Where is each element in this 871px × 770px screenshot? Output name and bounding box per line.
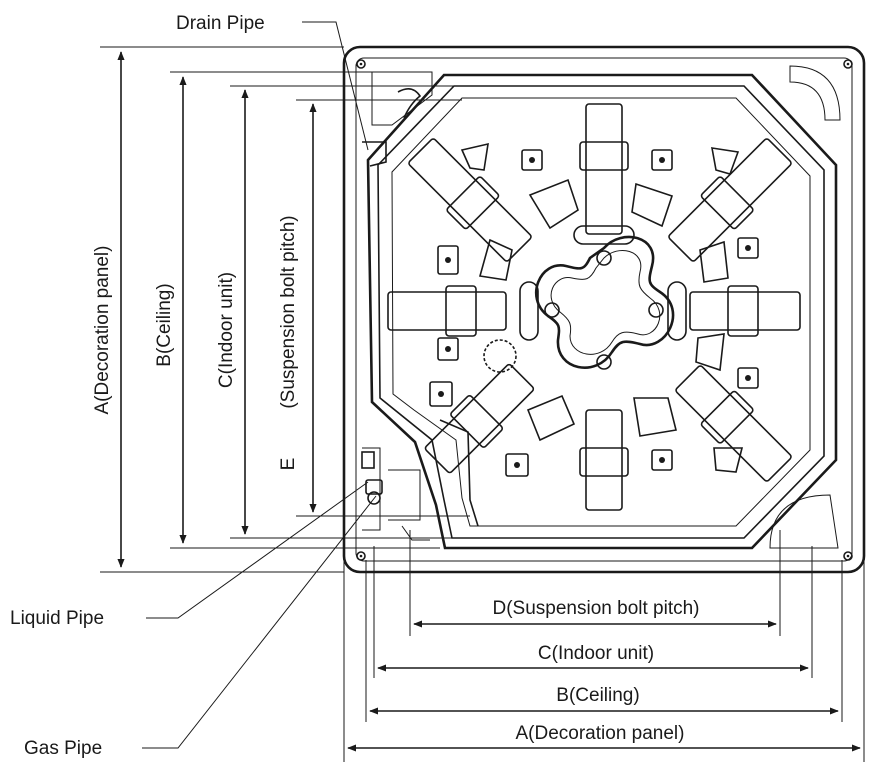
label-drain-pipe: Drain Pipe: [176, 13, 265, 34]
flap-arm-right-joint: [727, 285, 759, 337]
flap-arm-top-right: [668, 138, 792, 262]
flap-arm-bottom-right: [675, 365, 792, 482]
center-motor-cover: [535, 235, 675, 369]
label-e-vertical: E: [278, 458, 299, 471]
flap-arm-top: [585, 103, 623, 235]
vent-left-upper: [478, 238, 513, 281]
gear-wheel: [483, 339, 517, 373]
flap-arm-top-joint: [579, 141, 629, 171]
decoration-panel-inner-outline: [355, 57, 853, 562]
inner-tray: [391, 97, 811, 527]
label-gas-pipe: Gas Pipe: [24, 738, 102, 759]
center-hole-top: [596, 250, 612, 266]
piping-bracket: [362, 447, 381, 531]
corner-screws: [356, 59, 853, 561]
label-suspension-bolt-pitch-vertical: (Suspension bolt pitch): [278, 215, 299, 408]
label-a-decoration-panel-vertical: A(Decoration panel): [92, 246, 113, 415]
vent-bottom-right: [633, 397, 677, 437]
drain-outlet: [362, 141, 387, 167]
label-a-decoration-panel-horizontal: A(Decoration panel): [516, 723, 685, 744]
leader-gas-pipe: [142, 495, 377, 749]
piping-channel: [439, 419, 479, 527]
center-hole-left: [544, 302, 560, 318]
vent-bottom-left: [526, 394, 576, 442]
flap-arm-top-left: [408, 138, 532, 262]
corner-cover-top-right: [789, 65, 841, 121]
slot-right: [667, 281, 687, 341]
pipe-connections: [361, 451, 430, 541]
flap-arm-right: [689, 291, 801, 331]
label-b-ceiling-horizontal: B(Ceiling): [556, 685, 639, 706]
slot-top: [573, 225, 635, 245]
leader-drain-pipe: [302, 21, 369, 151]
corner-cover-bottom-right: [769, 494, 839, 549]
label-b-ceiling-vertical: B(Ceiling): [154, 283, 175, 366]
vent-top-left: [528, 178, 579, 230]
slot-left: [519, 281, 539, 341]
center-motor-cover-inner: [550, 250, 661, 355]
flap-arm-left: [387, 291, 507, 331]
vent-right-upper: [699, 240, 729, 283]
wedge-top-right: [711, 147, 740, 175]
center-hole-bottom: [596, 354, 612, 370]
flap-arm-left-joint: [445, 285, 477, 337]
label-d-suspension-bolt-pitch-horizontal: D(Suspension bolt pitch): [493, 598, 700, 619]
decoration-panel-outline: [342, 45, 866, 574]
label-c-indoor-unit-horizontal: C(Indoor unit): [538, 643, 654, 664]
vent-top-right: [631, 182, 674, 228]
indoor-unit-drawing: [342, 45, 866, 574]
wedge-top-left: [460, 142, 489, 171]
label-liquid-pipe: Liquid Pipe: [10, 608, 104, 629]
vent-right-lower: [695, 333, 725, 372]
bosses: [429, 149, 759, 477]
indoor-unit-body-outer: [366, 73, 838, 550]
flap-arm-bottom-left: [424, 363, 535, 474]
leader-liquid-pipe: [146, 481, 369, 619]
pipe-callouts: Drain Pipe Liquid Pipe Gas Pipe: [10, 13, 377, 759]
drain-hook: [397, 88, 422, 119]
horizontal-dimensions: D(Suspension bolt pitch) C(Indoor unit) …: [343, 530, 865, 762]
center-hole-right: [648, 302, 664, 318]
wedge-bottom-right: [713, 447, 744, 473]
flap-arm-bottom-joint: [579, 447, 629, 477]
vertical-dimensions: A(Decoration panel) B(Ceiling) C(Indoor …: [92, 46, 470, 573]
flap-arm-bottom: [585, 409, 623, 511]
indoor-unit-body-inner: [377, 85, 825, 539]
label-c-indoor-unit-vertical: C(Indoor unit): [216, 272, 237, 388]
